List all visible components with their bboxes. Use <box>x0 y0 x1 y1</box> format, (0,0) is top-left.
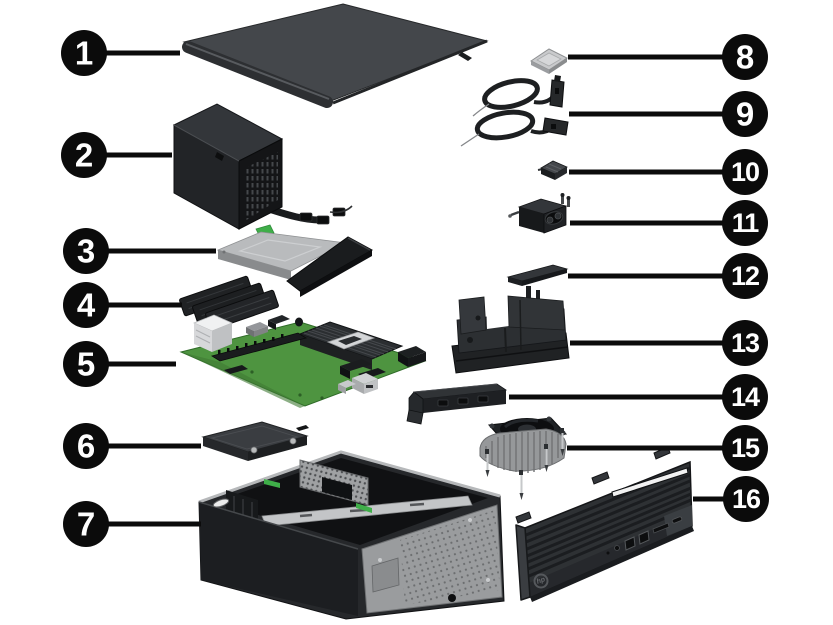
callout-11: 11 <box>570 200 768 246</box>
callout-number-9: 9 <box>736 96 754 133</box>
callout-badge-16 <box>723 476 769 522</box>
optical-drive-illustration <box>216 224 374 297</box>
callout-16: 16 <box>693 476 769 522</box>
callout-8: 8 <box>568 34 768 80</box>
front-bezel-illustration: hp <box>515 446 694 602</box>
callout-number-8: 8 <box>736 39 754 76</box>
callout-badge-1 <box>61 30 107 76</box>
hp-logo: hp <box>533 573 549 589</box>
callout-15: 15 <box>567 425 768 471</box>
callout-1: 1 <box>61 30 180 76</box>
callout-13: 13 <box>570 320 768 366</box>
callout-2: 2 <box>61 132 172 178</box>
callout-number-13: 13 <box>731 328 760 358</box>
callout-badge-9 <box>722 91 768 137</box>
callout-10: 10 <box>569 149 768 195</box>
solid-state-drive-illustration <box>201 421 309 461</box>
callout-number-16: 16 <box>732 484 761 514</box>
callout-badge-3 <box>63 228 109 274</box>
callout-badge-10 <box>722 149 768 195</box>
system-board-illustration <box>179 314 427 408</box>
callout-number-1: 1 <box>75 35 93 72</box>
sensor-module-illustration <box>537 160 568 180</box>
callout-number-14: 14 <box>731 382 760 412</box>
card-slot <box>652 522 670 534</box>
callout-badge-12 <box>722 253 768 299</box>
callout-3: 3 <box>63 228 216 274</box>
usb-c-port <box>671 516 683 524</box>
fan-shroud-illustration <box>451 286 570 374</box>
access-panel-illustration <box>182 3 489 108</box>
callout-4: 4 <box>63 282 182 328</box>
callout-badge-6 <box>63 423 109 469</box>
callout-number-7: 7 <box>77 506 95 543</box>
callout-badge-2 <box>61 132 107 178</box>
power-led <box>606 551 610 555</box>
callout-badge-13 <box>722 320 768 366</box>
heatsink-screws <box>485 428 565 500</box>
speaker-illustration <box>508 193 571 234</box>
usb-port-2 <box>638 530 650 545</box>
audio-jack <box>614 545 620 551</box>
callout-number-5: 5 <box>77 346 95 383</box>
front-ports <box>606 516 683 555</box>
heat-sink-fan-illustration <box>479 416 568 500</box>
usb-port-1 <box>624 536 636 551</box>
drive-blank-illustration <box>506 264 569 286</box>
callout-number-15: 15 <box>731 433 760 463</box>
chassis-illustration <box>198 450 505 620</box>
callout-number-6: 6 <box>77 428 95 465</box>
drive-bracket-illustration <box>406 383 508 425</box>
wlan-module-illustration <box>530 48 568 74</box>
power-supply-illustration <box>172 103 353 230</box>
callout-number-3: 3 <box>77 233 95 270</box>
callout-badge-8 <box>722 34 768 80</box>
callout-7: 7 <box>63 501 201 547</box>
callout-badge-15 <box>722 425 768 471</box>
callout-number-11: 11 <box>732 208 760 238</box>
callout-badge-14 <box>722 374 768 420</box>
callout-6: 6 <box>63 423 201 469</box>
callout-9: 9 <box>569 91 768 137</box>
svg-text:hp: hp <box>536 576 547 586</box>
callout-number-10: 10 <box>731 157 759 187</box>
callout-number-12: 12 <box>731 261 759 291</box>
callout-badge-4 <box>63 282 109 328</box>
callout-number-2: 2 <box>75 137 93 174</box>
callout-number-4: 4 <box>77 287 96 324</box>
callout-badge-5 <box>63 341 109 387</box>
callout-badge-11 <box>722 200 768 246</box>
callout-badge-7 <box>63 501 109 547</box>
callout-12: 12 <box>568 253 768 299</box>
antenna-cables-illustration <box>460 75 569 147</box>
callout-14: 14 <box>509 374 768 420</box>
callout-5: 5 <box>63 341 176 387</box>
